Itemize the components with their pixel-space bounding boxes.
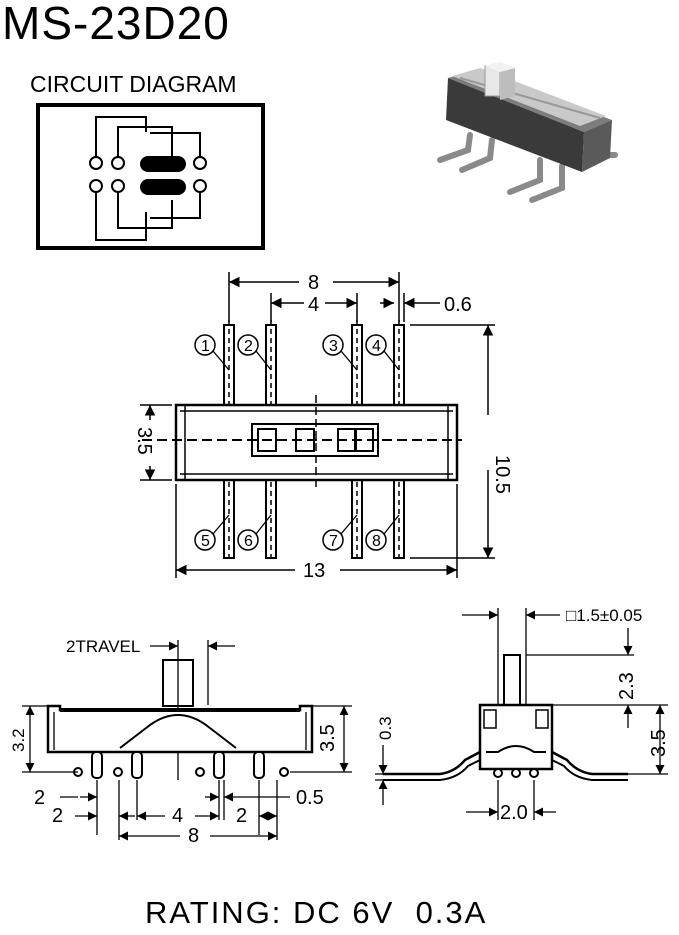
dim-actuator-size: □1.5±0.05	[566, 606, 642, 625]
pin-number-6: 6	[244, 533, 253, 550]
pin-number-1: 1	[201, 338, 210, 355]
dim-front-pitch-right: 2	[236, 805, 247, 827]
front-view-drawing	[22, 640, 352, 841]
dim-pin-span-outer: 8	[308, 272, 319, 294]
dim-side-body-height: 3.5	[648, 729, 670, 757]
top-view-labels: 8 4 0.6 10.5 3.5 13 1 2 3 4 5 6 7 8	[133, 272, 513, 582]
dim-overall-width: 10.5	[491, 455, 513, 494]
dim-pin-offset: 0.3	[376, 716, 395, 740]
rating-label: RATING: DC 6V 0.3A	[145, 895, 488, 930]
pin-number-4: 4	[372, 338, 381, 355]
dim-front-center: 4	[172, 805, 183, 827]
circuit-diagram-label: CIRCUIT DIAGRAM	[30, 71, 237, 97]
pin-number-5: 5	[201, 533, 210, 550]
dim-pin-span-inner: 4	[308, 294, 319, 316]
circuit-diagram	[36, 103, 265, 250]
dim-front-body-height: 3.2	[9, 728, 28, 752]
dim-pin-spacing: 2.0	[500, 802, 528, 824]
dim-front-pitch-left2: 2	[52, 805, 63, 827]
dim-pin-width: 0.6	[444, 294, 472, 316]
dim-actuator-height: 2.3	[616, 672, 638, 700]
dim-body-length: 13	[303, 560, 325, 582]
side-view-labels: □1.5±0.05 2.3 3.5 0.3 2.0	[376, 606, 670, 824]
dim-front-pitch-left: 2	[34, 787, 45, 809]
product-photo	[437, 62, 618, 203]
dim-body-width: 3.5	[133, 427, 155, 455]
top-view-drawing	[140, 272, 495, 578]
pin-number-2: 2	[244, 338, 253, 355]
travel-label: 2TRAVEL	[66, 637, 140, 656]
front-view-labels: 2TRAVEL 3.2 3.5 2 2 4 2 0.5 8	[9, 637, 339, 847]
side-view-drawing	[375, 608, 668, 820]
dim-front-overall-height: 3.5	[317, 724, 339, 752]
pin-number-3: 3	[329, 338, 338, 355]
pin-number-7: 7	[329, 533, 338, 550]
dim-front-pin-thickness: 0.5	[296, 787, 324, 809]
pin-number-8: 8	[372, 533, 381, 550]
part-number-title: MS-23D20	[2, 0, 230, 49]
dim-front-pin-span: 8	[188, 825, 199, 847]
